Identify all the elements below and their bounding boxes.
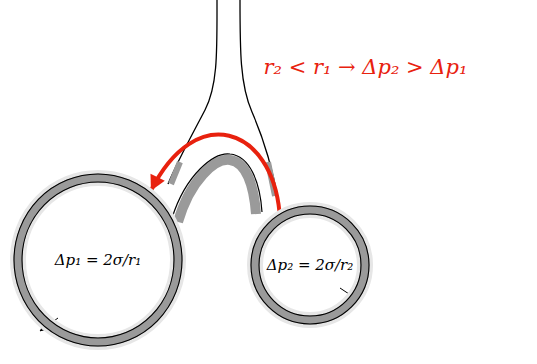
pressure-formula: Δp₂ = 2σ/r₂ [267, 256, 354, 274]
airway-septum [178, 160, 256, 222]
edge-label: r₂ < r₁ → Δp₂ > Δp₁ [264, 55, 468, 79]
airway-septum [172, 154, 262, 218]
alveolus: Δp₂ = 2σ/r₂ [249, 204, 371, 326]
flow-arrow [150, 135, 279, 213]
pressure-formula: Δp₁ = 2σ/r₁ [55, 251, 142, 269]
airway-lining [171, 162, 180, 184]
alveolus: Δp₁ = 2σ/r₁ [12, 172, 184, 348]
